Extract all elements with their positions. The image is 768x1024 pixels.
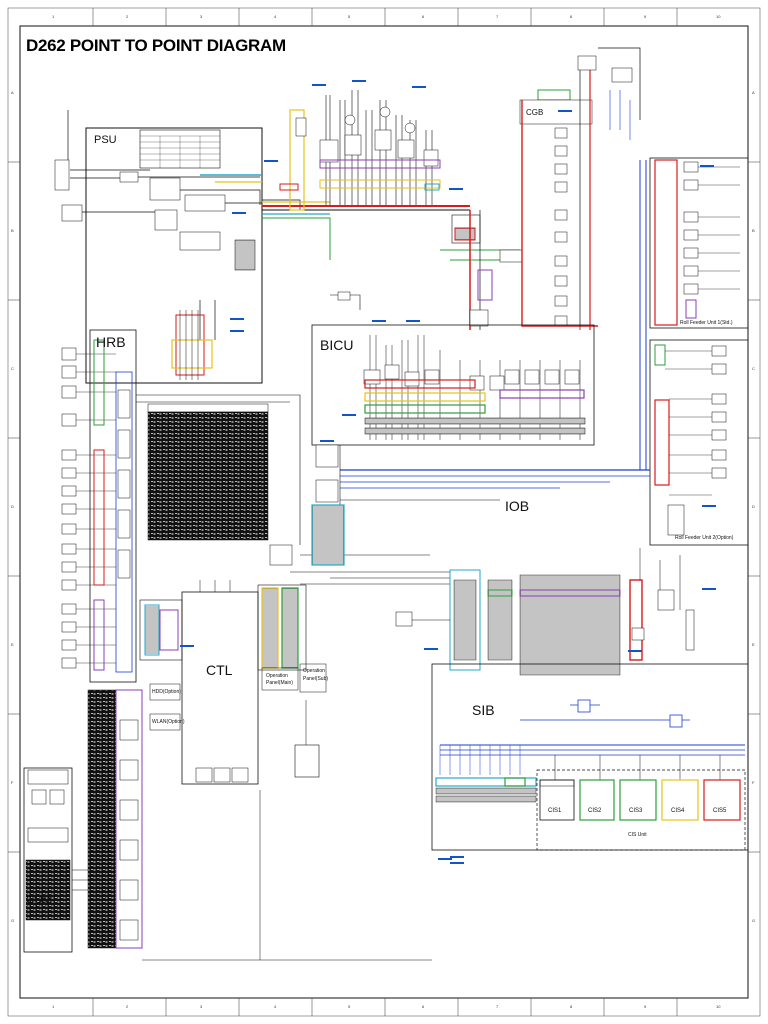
hrb-block [61, 329, 137, 683]
column-label-1-bottom: 1 [52, 1004, 55, 1009]
blue-tag-marks [180, 80, 716, 864]
column-label-3: 3 [200, 14, 203, 19]
page-title: D262 POINT TO POINT DIAGRAM [26, 36, 286, 55]
column-label-8: 8 [570, 14, 573, 19]
iob-label: IOB [505, 498, 530, 514]
ctl-block [139, 580, 259, 785]
roll-feeder-1 [639, 157, 749, 470]
row-label-c: C [11, 366, 14, 371]
row-label-b: B [11, 228, 14, 233]
row-label-d-right: D [752, 504, 755, 509]
cis4-box [661, 779, 699, 821]
frame-ticks [8, 8, 760, 1016]
column-label-4: 4 [274, 14, 277, 19]
column-label-4-bottom: 4 [274, 1004, 277, 1009]
hrb-label: HRB [96, 334, 126, 350]
frame-border-outer [7, 7, 761, 1017]
bicu-label: BICU [320, 337, 354, 353]
row-label-a-right: A [752, 90, 755, 95]
operation-panels [257, 584, 327, 778]
cis2-label: CIS2 [588, 808, 602, 814]
hdd-box [149, 683, 181, 701]
column-label-5-bottom: 5 [348, 1004, 351, 1009]
main-bus [262, 201, 470, 260]
column-label-6-bottom: 6 [422, 1004, 425, 1009]
column-label-10-bottom: 10 [716, 1004, 721, 1009]
column-label-1: 1 [52, 14, 55, 19]
roll-feeder-1-label: Roll Feeder Unit 1(Std.) [680, 320, 733, 326]
cis-unit-label: CIS Unit [628, 832, 647, 838]
column-label-6: 6 [422, 14, 425, 19]
operation-panel-main-line2: Panel(Main) [266, 680, 293, 686]
sib-label: SIB [472, 702, 495, 718]
cis4-label: CIS4 [671, 808, 685, 814]
row-label-b-right: B [752, 228, 755, 233]
column-label-8-bottom: 8 [570, 1004, 573, 1009]
column-label-2: 2 [126, 14, 129, 19]
row-label-g-right: G [752, 918, 756, 923]
row-label-c-right: C [752, 366, 755, 371]
hrb-com-tables [87, 689, 143, 949]
row-label-a: A [11, 90, 14, 95]
psu-label: PSU [94, 134, 117, 146]
top-connector-cluster [279, 90, 441, 211]
column-label-10: 10 [716, 14, 721, 19]
psu-block [54, 127, 263, 384]
com-block [23, 767, 88, 953]
operation-panel-sub-line2: Panel(Sub) [303, 676, 329, 682]
cis5-box [703, 779, 741, 821]
iob-matrix [395, 548, 695, 676]
mid-connectors [269, 444, 345, 566]
wlan-box [149, 713, 181, 731]
row-label-e-right: E [752, 642, 755, 647]
cis2-box [579, 779, 615, 821]
cgb-label: CGB [526, 108, 544, 117]
row-label-f: F [11, 780, 14, 785]
com-label: COM [26, 894, 52, 906]
hdd-option-label: HDD(Option) [152, 689, 181, 695]
row-label-e: E [11, 642, 14, 647]
operation-panel-sub-line1: Operation [303, 668, 325, 674]
column-label-5: 5 [348, 14, 351, 19]
column-label-9-bottom: 9 [644, 1004, 647, 1009]
cis3-box [619, 779, 657, 821]
sib-block [431, 663, 749, 851]
row-label-d: D [11, 504, 14, 509]
cis-unit [536, 755, 746, 851]
bicu-block [311, 291, 595, 446]
ctl-label: CTL [206, 662, 233, 678]
roll-feeder-2-label: Roll Feeder Unit 2(Option) [675, 535, 734, 541]
row-label-f-right: F [752, 780, 755, 785]
row-label-g: G [11, 918, 15, 923]
ink-collector-area [440, 210, 523, 330]
psu-hrb-bundle [136, 310, 301, 545]
column-label-2-bottom: 2 [126, 1004, 129, 1009]
column-label-7: 7 [496, 14, 499, 19]
cis5-label: CIS5 [713, 808, 727, 814]
cgb-region [519, 47, 641, 330]
column-label-7-bottom: 7 [496, 1004, 499, 1009]
cis1-label: CIS1 [548, 808, 562, 814]
signal-table [147, 403, 269, 541]
column-label-9: 9 [644, 14, 647, 19]
cis3-label: CIS3 [629, 808, 643, 814]
wlan-option-label: WLAN(Option) [152, 719, 185, 725]
iob-sib-wires [290, 571, 450, 585]
operation-panel-main-line1: Operation [266, 673, 288, 679]
roll-feeder-2 [649, 339, 749, 546]
iob-region [300, 445, 650, 560]
column-label-3-bottom: 3 [200, 1004, 203, 1009]
